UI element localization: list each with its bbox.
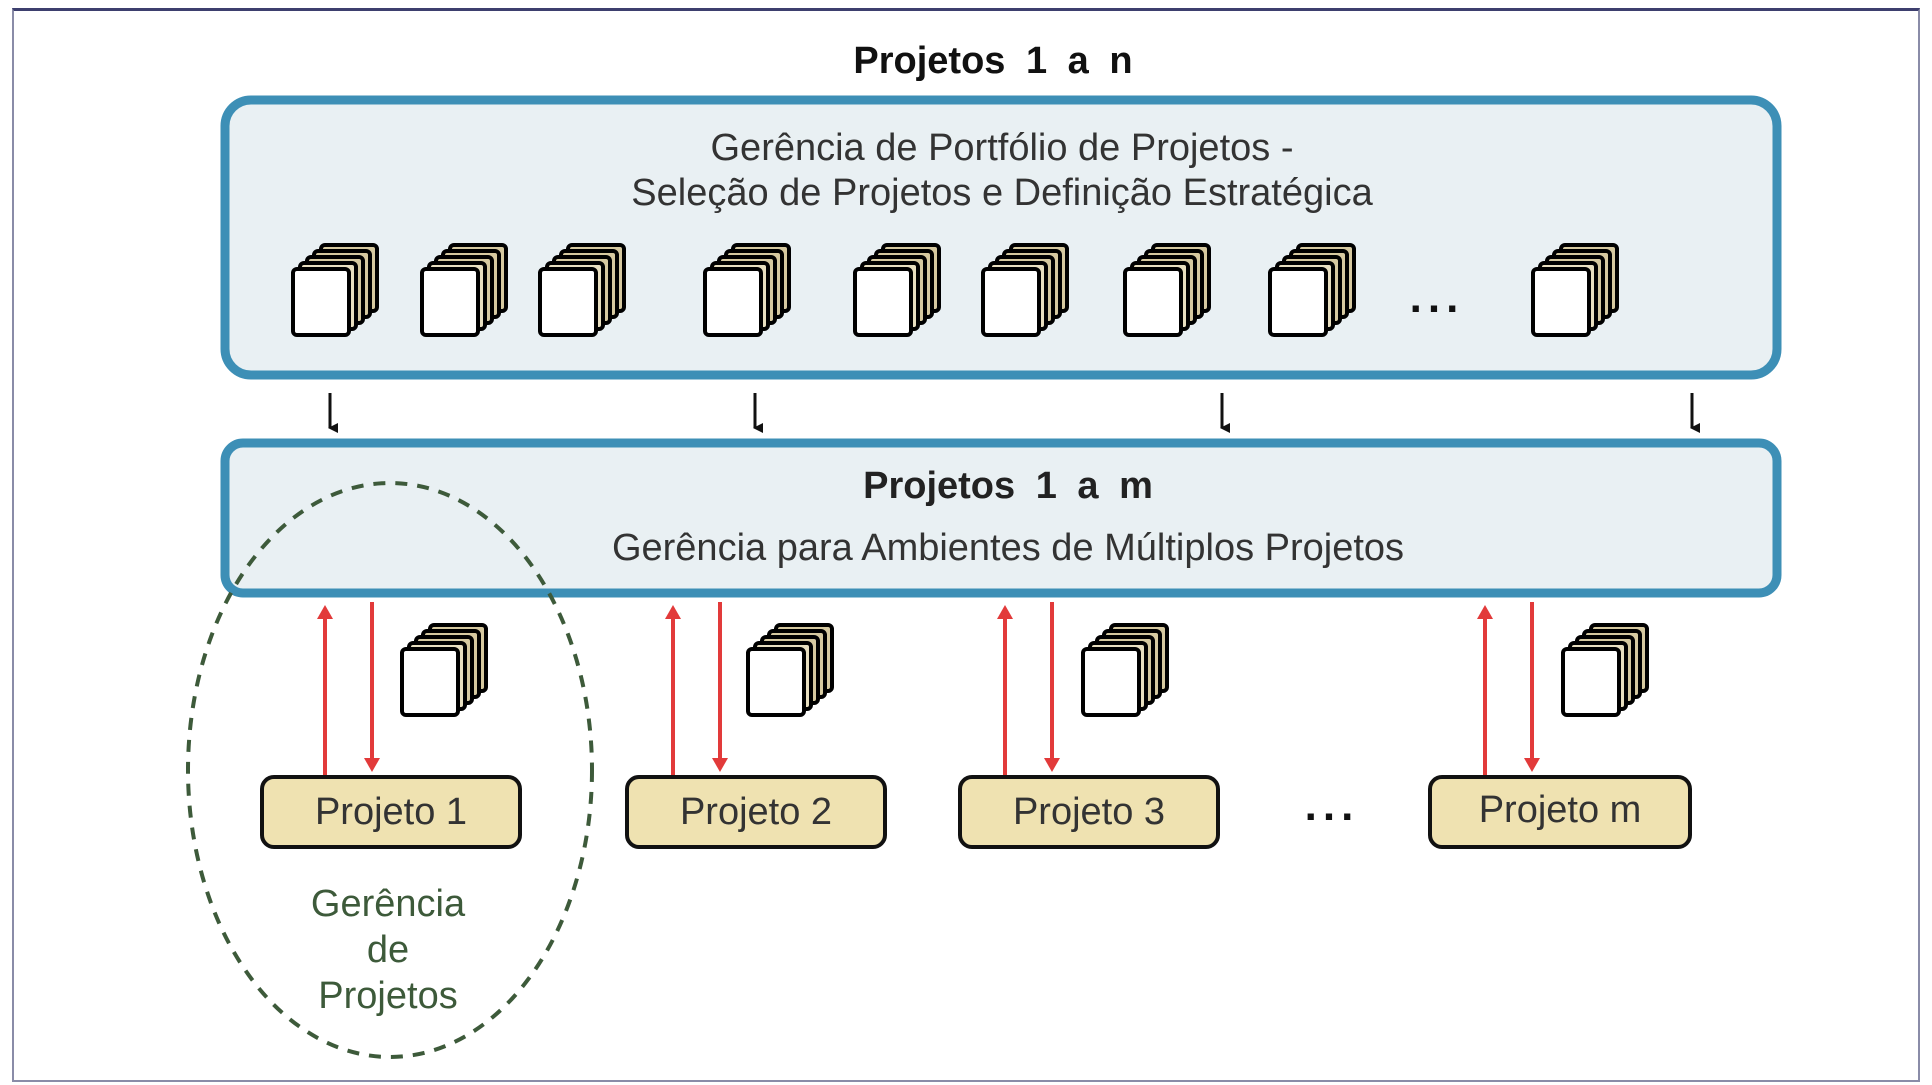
document-stack-icon bbox=[1561, 623, 1649, 717]
slide-frame bbox=[12, 8, 1920, 1082]
project-box-1 bbox=[260, 775, 522, 849]
document-stack-icon bbox=[853, 243, 941, 337]
project-management-ellipse bbox=[186, 481, 594, 1059]
document-stack-icon bbox=[1531, 243, 1619, 337]
document-stack-icon bbox=[981, 243, 1069, 337]
document-stack-icon bbox=[1081, 623, 1169, 717]
project-label-m: Projeto m bbox=[1479, 789, 1642, 831]
project-label-3: Projeto 3 bbox=[1013, 791, 1165, 833]
multi-project-box bbox=[220, 438, 1782, 598]
document-stack-icon bbox=[538, 243, 626, 337]
document-stack-icon bbox=[291, 243, 379, 337]
portfolio-title-line2: Seleção de Projetos e Definição Estratég… bbox=[631, 172, 1373, 214]
project-box-3 bbox=[958, 775, 1220, 849]
pm-label-line1: Gerência bbox=[311, 883, 466, 925]
pm-label-line2: de bbox=[367, 929, 409, 971]
multi-project-subtitle: Gerência para Ambientes de Múltiplos Pro… bbox=[612, 527, 1404, 569]
document-stack-icon bbox=[400, 623, 488, 717]
document-stack-icon bbox=[1268, 243, 1356, 337]
portfolio-title-line1: Gerência de Portfólio de Projetos - bbox=[711, 127, 1294, 169]
project-label-1: Projeto 1 bbox=[315, 791, 467, 833]
document-stack-icon bbox=[746, 623, 834, 717]
multi-project-title: Projetos 1 a m bbox=[863, 465, 1153, 507]
project-label-2: Projeto 2 bbox=[680, 791, 832, 833]
project-box-2 bbox=[625, 775, 887, 849]
document-stack-icon bbox=[420, 243, 508, 337]
project-box-m bbox=[1428, 775, 1692, 849]
pm-label-line3: Projetos bbox=[318, 975, 457, 1017]
document-stack-icon bbox=[703, 243, 791, 337]
projects-ellipsis: ... bbox=[1305, 781, 1360, 830]
portfolio-ellipsis: ... bbox=[1410, 273, 1465, 322]
document-stack-icon bbox=[1123, 243, 1211, 337]
top-title: Projetos 1 a n bbox=[853, 40, 1132, 82]
